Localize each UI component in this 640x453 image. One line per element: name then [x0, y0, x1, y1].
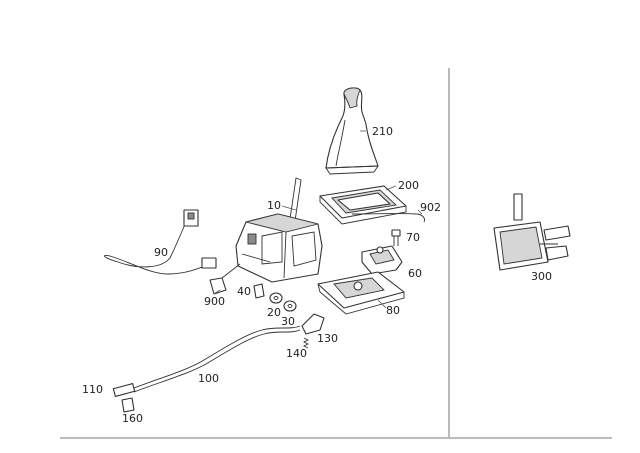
part-210-shift-boot[interactable] — [325, 87, 379, 175]
part-80-base-plate[interactable] — [317, 271, 405, 315]
label-210: 210 — [372, 125, 393, 138]
label-80: 80 — [386, 304, 400, 317]
label-110: 110 — [82, 383, 103, 396]
part-20-washer[interactable] — [269, 292, 283, 304]
part-200-trim-frame[interactable] — [319, 185, 407, 225]
part-40-clip[interactable] — [253, 283, 265, 299]
label-902: 902 — [420, 201, 441, 214]
part-30-washer[interactable] — [283, 300, 297, 312]
part-160-clamp[interactable] — [121, 397, 135, 413]
label-300: 300 — [531, 270, 552, 283]
part-110-end-fitting[interactable] — [112, 382, 136, 398]
part-10-shifter-housing[interactable] — [235, 177, 323, 283]
label-900: 900 — [204, 295, 225, 308]
part-300-actuator[interactable] — [493, 193, 571, 271]
part-140-spring[interactable] — [302, 337, 310, 349]
label-140: 140 — [286, 347, 307, 360]
label-160: 160 — [122, 412, 143, 425]
label-130: 130 — [317, 332, 338, 345]
label-70: 70 — [406, 231, 420, 244]
part-130-lever-bracket[interactable] — [301, 313, 325, 335]
label-40: 40 — [237, 285, 251, 298]
part-100-shift-cable[interactable] — [133, 325, 301, 389]
part-900-clip[interactable] — [209, 263, 241, 295]
label-200: 200 — [398, 179, 419, 192]
part-902-wire[interactable] — [351, 213, 425, 223]
label-100: 100 — [198, 372, 219, 385]
label-30: 30 — [281, 315, 295, 328]
part-90-cable-harness[interactable] — [103, 209, 217, 275]
part-60-bracket[interactable] — [361, 245, 403, 275]
label-60: 60 — [408, 267, 422, 280]
part-70-pin[interactable] — [391, 229, 401, 246]
label-10: 10 — [267, 199, 281, 212]
label-20: 20 — [267, 306, 281, 319]
label-90: 90 — [154, 246, 168, 259]
